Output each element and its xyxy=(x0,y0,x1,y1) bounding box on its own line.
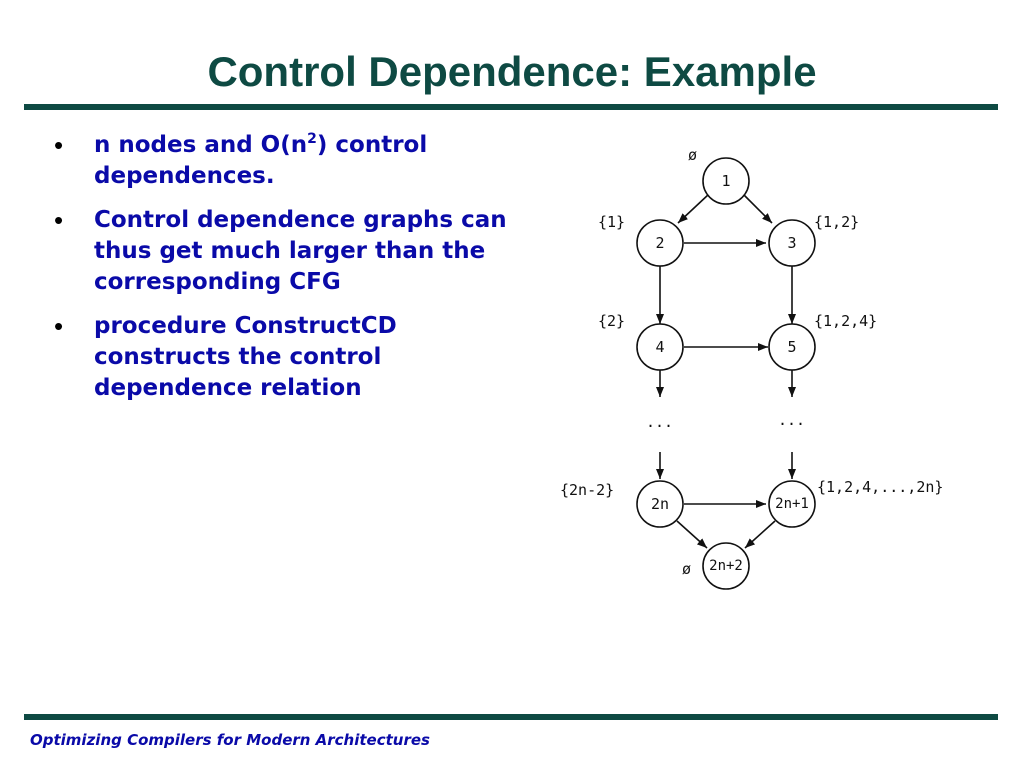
graph-node-2-label: 2 xyxy=(655,234,664,252)
ellipsis-left: ... xyxy=(646,413,673,431)
graph-node-2n1-label: 2n+1 xyxy=(775,496,809,512)
graph-node-2n2-label: 2n+2 xyxy=(709,558,743,574)
graph-node-2n2 xyxy=(702,542,750,590)
bullet-item: • procedure ConstructCD constructs the c… xyxy=(52,311,532,404)
edge-1-2 xyxy=(677,193,710,224)
bullet-text-superscript: 2 xyxy=(307,131,317,147)
graph-node-3 xyxy=(768,219,816,267)
bullet-item: • Control dependence graphs can thus get… xyxy=(52,205,532,298)
bullet-text-post: ) control dependences. xyxy=(94,132,428,189)
cd-set-node-1: ø xyxy=(688,146,697,164)
graph-node-2 xyxy=(636,219,684,267)
edge-1-3 xyxy=(742,193,773,224)
graph-node-5-label: 5 xyxy=(787,338,796,356)
footer-text: Optimizing Compilers for Modern Architec… xyxy=(30,731,430,749)
graph-node-3-label: 3 xyxy=(787,234,796,252)
cd-set-node-5: {1,2,4} xyxy=(814,312,877,330)
graph-node-2n-label: 2n xyxy=(651,495,669,513)
cd-set-node-2n1: {1,2,4,...,2n} xyxy=(817,478,943,496)
graph-node-4-label: 4 xyxy=(655,338,664,356)
top-divider xyxy=(24,104,998,110)
cd-set-node-2n: {2n-2} xyxy=(560,481,614,499)
bullet-text: Control dependence graphs can thus get m… xyxy=(94,207,507,295)
graph-node-1 xyxy=(702,157,750,205)
graph-node-4 xyxy=(636,323,684,371)
graph-node-2n1 xyxy=(768,480,816,528)
cd-set-node-4: {2} xyxy=(598,312,625,330)
bullet-dot-icon: • xyxy=(54,130,64,160)
bullet-dot-icon: • xyxy=(54,205,64,235)
cd-set-node-2n2: ø xyxy=(682,560,691,578)
bullet-text-pre: n nodes and O(n xyxy=(94,132,308,158)
control-dependence-graph: 1 2 3 4 5 2n 2n+1 2n+2 ø {1} {1,2} {2} {… xyxy=(560,146,943,590)
cd-set-node-3: {1,2} xyxy=(814,213,859,231)
graph-node-2n xyxy=(636,480,684,528)
graph-node-1-label: 1 xyxy=(721,172,730,190)
edge-2n-2n2 xyxy=(676,520,708,549)
bottom-divider xyxy=(24,714,998,720)
cd-set-node-2: {1} xyxy=(598,213,625,231)
bullet-text: procedure ConstructCD constructs the con… xyxy=(94,313,397,401)
graph-node-5 xyxy=(768,323,816,371)
ellipsis-right: ... xyxy=(778,411,805,429)
edge-2n1-2n2 xyxy=(744,520,776,549)
bullet-dot-icon: • xyxy=(54,311,64,341)
slide-title: Control Dependence: Example xyxy=(207,48,817,95)
bullet-list: • n nodes and O(n2) control dependences.… xyxy=(52,130,532,417)
bullet-item: • n nodes and O(n2) control dependences. xyxy=(52,130,532,192)
